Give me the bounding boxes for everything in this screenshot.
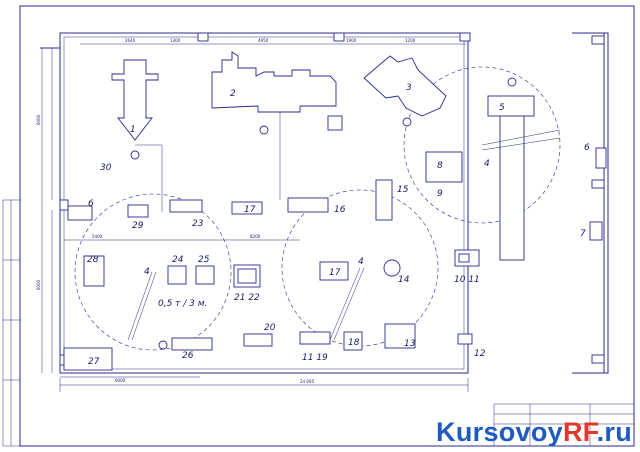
equipment-label: 30 [100, 163, 112, 173]
dim-mid-2: 8200 [250, 234, 261, 239]
equipment-label: 4 [484, 159, 490, 169]
watermark: KursovoyRF.ru [436, 417, 632, 448]
watermark-prefix: Kursovoy [436, 417, 563, 447]
dim-side-2: 6000 [36, 279, 41, 290]
area-note: 0,5 т / 3 м. [158, 299, 207, 309]
equipment-label: 17 [244, 205, 256, 215]
dim-mid: 5400 [92, 234, 103, 239]
equipment-label: 15 [397, 185, 409, 195]
equipment-label: 16 [334, 205, 346, 215]
building-walls [40, 32, 609, 374]
equipment-label: 18 [348, 338, 360, 348]
equipment-label: 3 [406, 83, 412, 93]
left-stamp-strip [2, 199, 21, 447]
equipment-label: 17 [329, 268, 341, 278]
dim-top-2: 1300 [170, 38, 181, 43]
equipment-label: 14 [398, 275, 410, 285]
equipment-label: 10 11 [454, 275, 480, 285]
equipment-label: 8 [437, 161, 443, 171]
equipment-label: 29 [132, 221, 144, 231]
equipment-label: 11 19 [302, 353, 328, 363]
equipment-label: 21 22 [234, 293, 260, 303]
equipment-label: 25 [198, 255, 210, 265]
dim-total-length: 24 000 [300, 379, 314, 384]
equipment-label: 2 [230, 89, 236, 99]
equipment-label: 7 [580, 229, 586, 239]
equipment-label: 4 [358, 257, 364, 267]
equipment-label: 26 [182, 351, 194, 361]
equipment-label: 1 [130, 125, 136, 135]
equipment-label: 13 [404, 339, 416, 349]
equipment-label: 23 [192, 219, 204, 229]
equipment-label: 6 [584, 143, 590, 153]
dim-top-3: 4950 [258, 38, 269, 43]
dim-top-5: 1200 [405, 38, 416, 43]
title-block [493, 403, 635, 447]
equipment-label: 27 [88, 357, 100, 367]
dimension-lines [41, 43, 469, 392]
equipment-label: 24 [172, 255, 184, 265]
dim-top-1: 2640 [125, 38, 136, 43]
dim-side-1: 6000 [36, 114, 41, 125]
equipment-label: 9 [437, 189, 443, 199]
equipment-label: 12 [474, 349, 486, 359]
equipment-label: 28 [87, 255, 99, 265]
watermark-accent: RF [562, 417, 597, 447]
dim-top-4: 1900 [346, 38, 357, 43]
rail-tracks [127, 112, 561, 341]
outer-frame [19, 5, 635, 447]
equipment-label: 4 [144, 267, 150, 277]
equipment-items [63, 51, 607, 371]
equipment-label: 6 [88, 199, 94, 209]
equipment-label: 5 [499, 103, 505, 113]
watermark-suffix: .ru [596, 417, 632, 447]
equipment-label: 20 [264, 323, 276, 333]
dim-left-span: 6000 [115, 378, 126, 383]
